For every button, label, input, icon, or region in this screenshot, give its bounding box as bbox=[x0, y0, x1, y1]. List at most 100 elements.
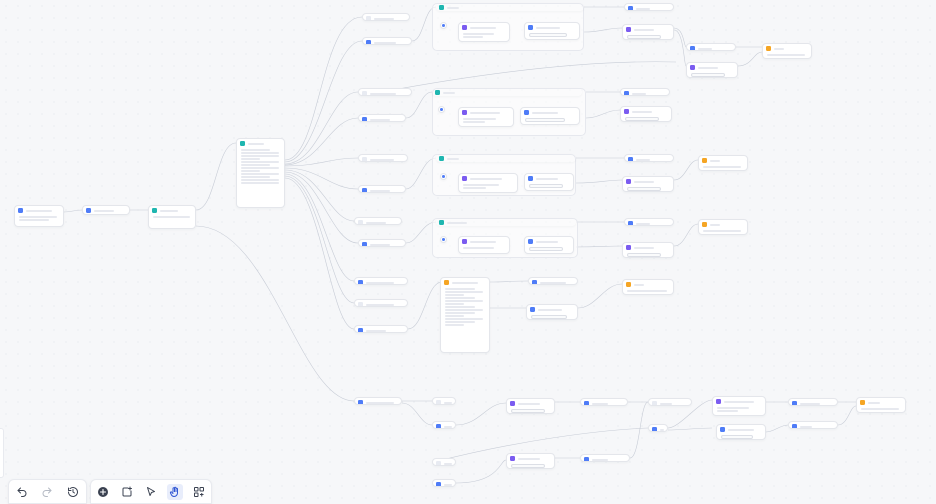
redo-button[interactable] bbox=[39, 484, 55, 500]
tool-node[interactable] bbox=[622, 176, 674, 192]
tool-icon bbox=[532, 280, 537, 284]
tool-icon bbox=[358, 400, 363, 404]
branch-item-node[interactable] bbox=[354, 299, 408, 307]
step-icon bbox=[86, 208, 91, 213]
history-toolbar bbox=[8, 479, 87, 504]
loop-header bbox=[432, 88, 582, 96]
step-icon bbox=[628, 221, 633, 225]
branch-item-node[interactable] bbox=[358, 154, 408, 162]
tool-node[interactable] bbox=[506, 453, 555, 469]
history-button[interactable] bbox=[65, 484, 81, 500]
llm-node[interactable] bbox=[712, 396, 766, 416]
branch-item-node[interactable] bbox=[648, 424, 668, 432]
branch-item-node[interactable] bbox=[354, 217, 402, 225]
step-icon bbox=[584, 401, 589, 405]
llm-icon bbox=[462, 110, 467, 115]
branch-item-node[interactable] bbox=[354, 277, 408, 285]
tool-node[interactable] bbox=[524, 22, 580, 40]
end-node[interactable] bbox=[762, 43, 812, 59]
tool-icon bbox=[358, 280, 363, 284]
tool-node[interactable] bbox=[622, 24, 674, 40]
step-node[interactable] bbox=[686, 43, 736, 51]
tool-icon bbox=[624, 109, 629, 114]
branch-item-node[interactable] bbox=[358, 114, 406, 122]
step-node[interactable] bbox=[580, 398, 628, 406]
end-node[interactable] bbox=[698, 155, 748, 171]
step-node[interactable] bbox=[788, 398, 838, 406]
loop-header bbox=[436, 218, 576, 226]
llm-node[interactable] bbox=[458, 173, 518, 193]
step-node[interactable] bbox=[580, 454, 630, 462]
step-icon bbox=[628, 157, 633, 161]
start-icon bbox=[18, 208, 23, 213]
tool-icon bbox=[626, 245, 631, 250]
branch-node[interactable] bbox=[148, 205, 196, 229]
organize-button[interactable] bbox=[191, 484, 207, 500]
step-node[interactable] bbox=[82, 205, 130, 215]
tool-icon bbox=[362, 188, 367, 192]
llm-node[interactable] bbox=[458, 236, 510, 254]
llm-node[interactable] bbox=[458, 22, 510, 42]
loop-icon bbox=[439, 220, 444, 225]
undo-button[interactable] bbox=[14, 484, 30, 500]
branch-item-node[interactable] bbox=[358, 239, 406, 247]
doc-icon bbox=[652, 401, 657, 405]
tool-icon bbox=[528, 239, 533, 244]
tool-icon bbox=[362, 117, 367, 121]
branch-item-node[interactable] bbox=[432, 458, 456, 466]
tool-node[interactable] bbox=[524, 173, 574, 191]
step-node[interactable] bbox=[624, 154, 674, 162]
tool-node[interactable] bbox=[506, 398, 555, 414]
tool-node[interactable] bbox=[716, 424, 766, 440]
branch-item-node[interactable] bbox=[432, 397, 456, 405]
history-icon bbox=[68, 486, 79, 497]
tool-icon bbox=[362, 242, 367, 246]
tool-node[interactable] bbox=[620, 106, 672, 122]
tool-icon bbox=[626, 27, 631, 32]
step-node[interactable] bbox=[624, 218, 674, 226]
step-icon bbox=[792, 401, 797, 405]
loop-icon bbox=[439, 5, 444, 10]
tool-node[interactable] bbox=[526, 304, 578, 320]
step-icon bbox=[584, 457, 589, 461]
branch-item-node[interactable] bbox=[648, 398, 692, 406]
add-note-button[interactable] bbox=[119, 484, 135, 500]
add-node-button[interactable] bbox=[95, 484, 111, 500]
step-node[interactable] bbox=[620, 88, 670, 96]
classifier-node[interactable] bbox=[236, 138, 285, 208]
end-node[interactable] bbox=[856, 397, 906, 413]
tool-node[interactable] bbox=[524, 236, 574, 254]
hand-tool-button[interactable] bbox=[167, 483, 183, 500]
branch-item-node[interactable] bbox=[362, 13, 410, 21]
add-node-icon bbox=[98, 486, 108, 497]
tool-icon bbox=[436, 424, 441, 428]
step-node[interactable] bbox=[624, 3, 674, 11]
tool-node[interactable] bbox=[520, 107, 580, 125]
branch-item-node[interactable] bbox=[432, 421, 456, 429]
branch-item-node[interactable] bbox=[362, 37, 412, 45]
tool-node[interactable] bbox=[528, 277, 578, 285]
branch-item-node[interactable] bbox=[432, 479, 456, 487]
step-node[interactable] bbox=[788, 421, 838, 429]
branch-item-node[interactable] bbox=[358, 185, 406, 193]
variable-selector-node[interactable] bbox=[440, 277, 490, 353]
tool-icon bbox=[690, 65, 695, 70]
branch-item-node[interactable] bbox=[354, 325, 408, 333]
organize-icon bbox=[194, 486, 204, 497]
end-node[interactable] bbox=[622, 279, 674, 295]
end-node[interactable] bbox=[698, 219, 748, 235]
branch-item-node[interactable] bbox=[358, 88, 412, 96]
tool-node[interactable] bbox=[622, 242, 674, 258]
branch-item-node[interactable] bbox=[354, 397, 402, 405]
tool-node[interactable] bbox=[686, 62, 738, 78]
pointer-tool-button[interactable] bbox=[143, 484, 159, 500]
start-node[interactable] bbox=[14, 205, 64, 227]
step-icon bbox=[624, 91, 629, 95]
doc-icon bbox=[358, 302, 363, 306]
loop-header bbox=[436, 3, 584, 11]
canvas-toolbar bbox=[90, 479, 212, 504]
llm-node[interactable] bbox=[458, 107, 514, 127]
side-panel-handle[interactable] bbox=[0, 428, 4, 478]
